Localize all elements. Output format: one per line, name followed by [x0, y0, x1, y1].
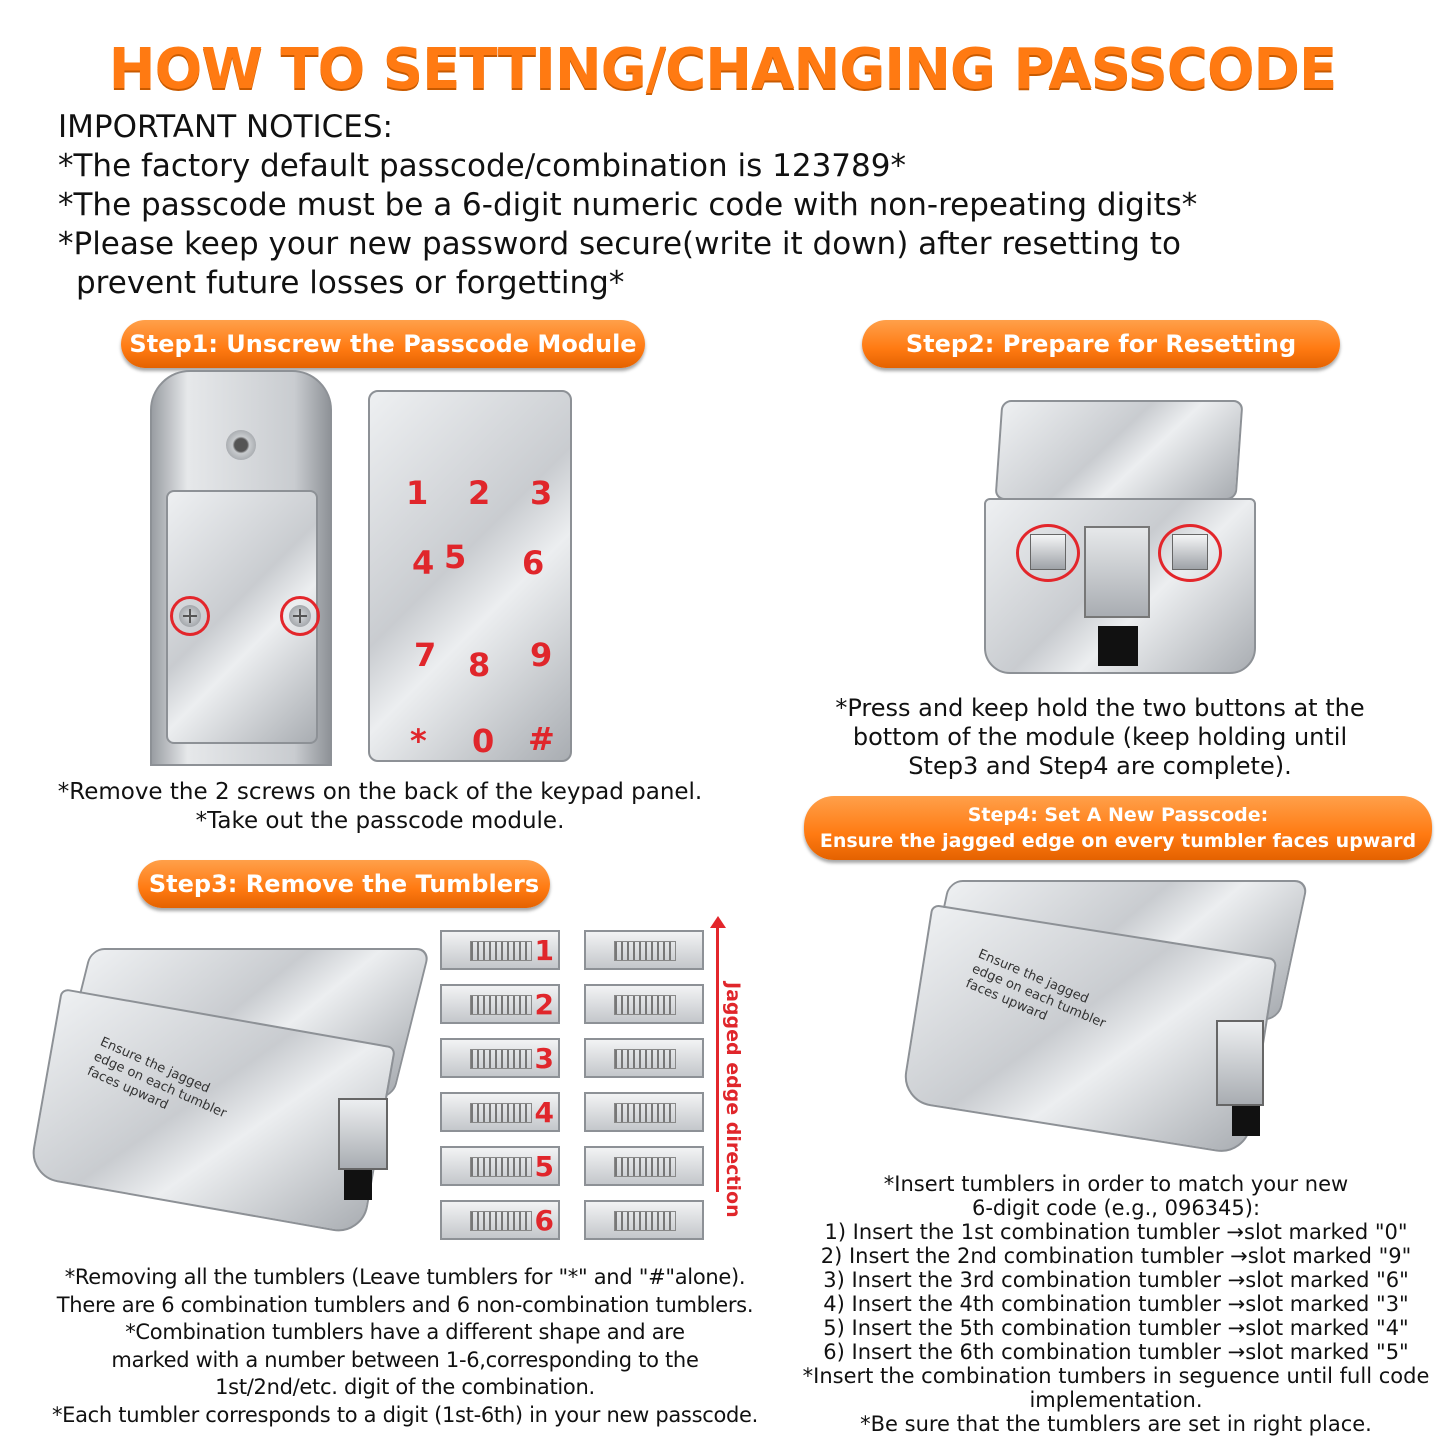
step1-label: Step1: Unscrew the Passcode Module — [121, 320, 645, 368]
step3-module-image: Ensure the jagged edge on each tumbler f… — [27, 948, 431, 1237]
tumbler-number: 3 — [534, 1041, 554, 1075]
notice-keep-secure: *Please keep your new password secure(wr… — [58, 226, 1181, 262]
keypad-digit: 6 — [522, 544, 545, 582]
page-title: HOW TO SETTING/CHANGING PASSCODE — [108, 37, 1338, 102]
step1-caption-line1: *Remove the 2 screws on the back of the … — [57, 779, 703, 805]
step3-latch — [338, 1098, 388, 1170]
step1-caption-line2: *Take out the passcode module. — [195, 808, 565, 834]
step2-button-left — [1030, 534, 1066, 570]
step2-bottom-slot — [1098, 626, 1138, 666]
notice-default-code: *The factory default passcode/combinatio… — [58, 148, 906, 184]
step4-item: 3) Insert the 3rd combination tumbler →s… — [823, 1268, 1409, 1292]
step1-caption: *Remove the 2 screws on the back of the … — [10, 778, 750, 836]
keypad-digit: 1 — [406, 474, 429, 512]
step4-instructions: *Insert tumblers in order to match your … — [790, 1172, 1442, 1436]
step3-caption-line1: *Removing all the tumblers (Leave tumble… — [64, 1265, 746, 1289]
jagged-direction-arrowhead-icon — [710, 916, 726, 928]
keypad-digit: 4 — [412, 544, 435, 582]
combination-tumbler: 1 — [440, 930, 560, 970]
step2-center-latch — [1084, 526, 1150, 618]
tumbler-number: 1 — [534, 933, 554, 967]
combination-tumbler: 6 — [440, 1200, 560, 1240]
step3-caption-line2: There are 6 combination tumblers and 6 n… — [56, 1292, 754, 1317]
keypad-digit: 8 — [468, 646, 491, 684]
step4-label: Step4: Set A New Passcode: Ensure the ja… — [804, 796, 1432, 860]
step2-button-left-marker — [1016, 524, 1080, 582]
combination-tumbler: 5 — [440, 1146, 560, 1186]
step3-label: Step3: Remove the Tumblers — [138, 860, 550, 908]
step2-module-top — [994, 400, 1244, 500]
step3-caption: *Removing all the tumblers (Leave tumble… — [10, 1264, 800, 1429]
step3-caption-line3: *Combination tumblers have a different s… — [125, 1320, 685, 1344]
jagged-direction-arrow-icon — [716, 922, 719, 1192]
step4-intro-line2: 6-digit code (e.g., 096345): — [971, 1196, 1261, 1220]
non-combination-tumbler — [584, 984, 704, 1024]
combination-tumbler: 4 — [440, 1092, 560, 1132]
step1-screw-right-icon — [280, 596, 320, 636]
step4-item: 5) Insert the 5th combination tumbler →s… — [823, 1316, 1409, 1340]
step4-item: 6) Insert the 6th combination tumbler →s… — [823, 1340, 1409, 1364]
step2-module-image — [984, 380, 1256, 674]
tumbler-number: 6 — [534, 1203, 554, 1237]
step4-note-line1: *Insert the combination tumbers in segue… — [802, 1364, 1430, 1388]
keypad-digit: * — [410, 722, 427, 760]
keypad-digit: 9 — [530, 636, 553, 674]
non-combination-tumbler — [584, 1038, 704, 1078]
step3-caption-line6: *Each tumbler corresponds to a digit (1s… — [51, 1402, 759, 1427]
step4-item: 4) Insert the 4th combination tumbler →s… — [823, 1292, 1409, 1316]
non-combination-tumbler — [584, 1146, 704, 1186]
step2-button-right — [1172, 534, 1208, 570]
keypad-digit: 3 — [530, 474, 553, 512]
keypad-digit: 0 — [472, 722, 495, 760]
step4-intro-line1: *Insert tumblers in order to match your … — [883, 1172, 1349, 1196]
step2-label: Step2: Prepare for Resetting — [862, 320, 1340, 368]
step4-note-line3: *Be sure that the tumblers are set in ri… — [860, 1412, 1372, 1436]
jagged-edge-label: Jagged edge direction — [722, 982, 744, 1218]
step2-caption-line2: bottom of the module (keep holding until — [852, 723, 1348, 751]
step4-module-image: Ensure the jagged edge on each tumbler f… — [900, 870, 1309, 1170]
keypad-digit: 2 — [468, 474, 491, 512]
step4-item: 1) Insert the 1st combination tumbler →s… — [824, 1220, 1408, 1244]
step2-caption-line3: Step3 and Step4 are complete). — [908, 752, 1292, 780]
non-combination-tumbler — [584, 1092, 704, 1132]
combination-tumbler: 3 — [440, 1038, 560, 1078]
step4-item: 2) Insert the 2nd combination tumbler →s… — [820, 1244, 1412, 1268]
step3-tumbler-set-image: 1 2 3 4 5 6 Jagged edge direction — [436, 916, 746, 1252]
step3-caption-line5: 1st/2nd/etc. digit of the combination. — [215, 1375, 595, 1399]
step2-caption: *Press and keep hold the two buttons at … — [800, 694, 1400, 781]
step4-bottom-slot — [1232, 1106, 1260, 1136]
important-notices: IMPORTANT NOTICES: *The factory default … — [58, 108, 1197, 303]
step3-bottom-slot — [344, 1170, 372, 1200]
step4-module-text: Ensure the jagged edge on each tumbler f… — [963, 946, 1108, 1032]
notice-keep-secure-cont: prevent future losses or forgetting* — [76, 265, 625, 301]
tumbler-number: 5 — [534, 1149, 554, 1183]
step1-keypad-housing-image — [150, 370, 332, 766]
step4-label-line2: Ensure the jagged edge on every tumbler … — [819, 830, 1417, 852]
step1-top-post — [226, 430, 256, 460]
combination-tumbler: 2 — [440, 984, 560, 1024]
step3-module-text: Ensure the jagged edge on each tumbler f… — [84, 1034, 229, 1122]
step1-passcode-module-image: 1 2 3 4 5 6 7 8 9 * 0 # — [368, 390, 572, 762]
step4-note-line2: implementation. — [1029, 1388, 1203, 1412]
keypad-digit: 5 — [444, 538, 467, 576]
notice-code-format: *The passcode must be a 6-digit numeric … — [58, 187, 1198, 223]
step4-latch — [1216, 1020, 1264, 1106]
step2-caption-line1: *Press and keep hold the two buttons at … — [835, 694, 1365, 722]
step2-button-right-marker — [1158, 524, 1222, 582]
step3-caption-line4: marked with a number between 1-6,corresp… — [111, 1347, 699, 1372]
non-combination-tumbler — [584, 930, 704, 970]
tumbler-number: 2 — [534, 987, 554, 1021]
non-combination-tumbler — [584, 1200, 704, 1240]
step4-label-line1: Step4: Set A New Passcode: — [967, 804, 1269, 826]
tumbler-number: 4 — [534, 1095, 554, 1129]
keypad-digit: # — [528, 720, 555, 758]
step1-screw-left-icon — [170, 596, 210, 636]
keypad-digit: 7 — [414, 636, 437, 674]
notices-heading: IMPORTANT NOTICES: — [58, 109, 394, 145]
